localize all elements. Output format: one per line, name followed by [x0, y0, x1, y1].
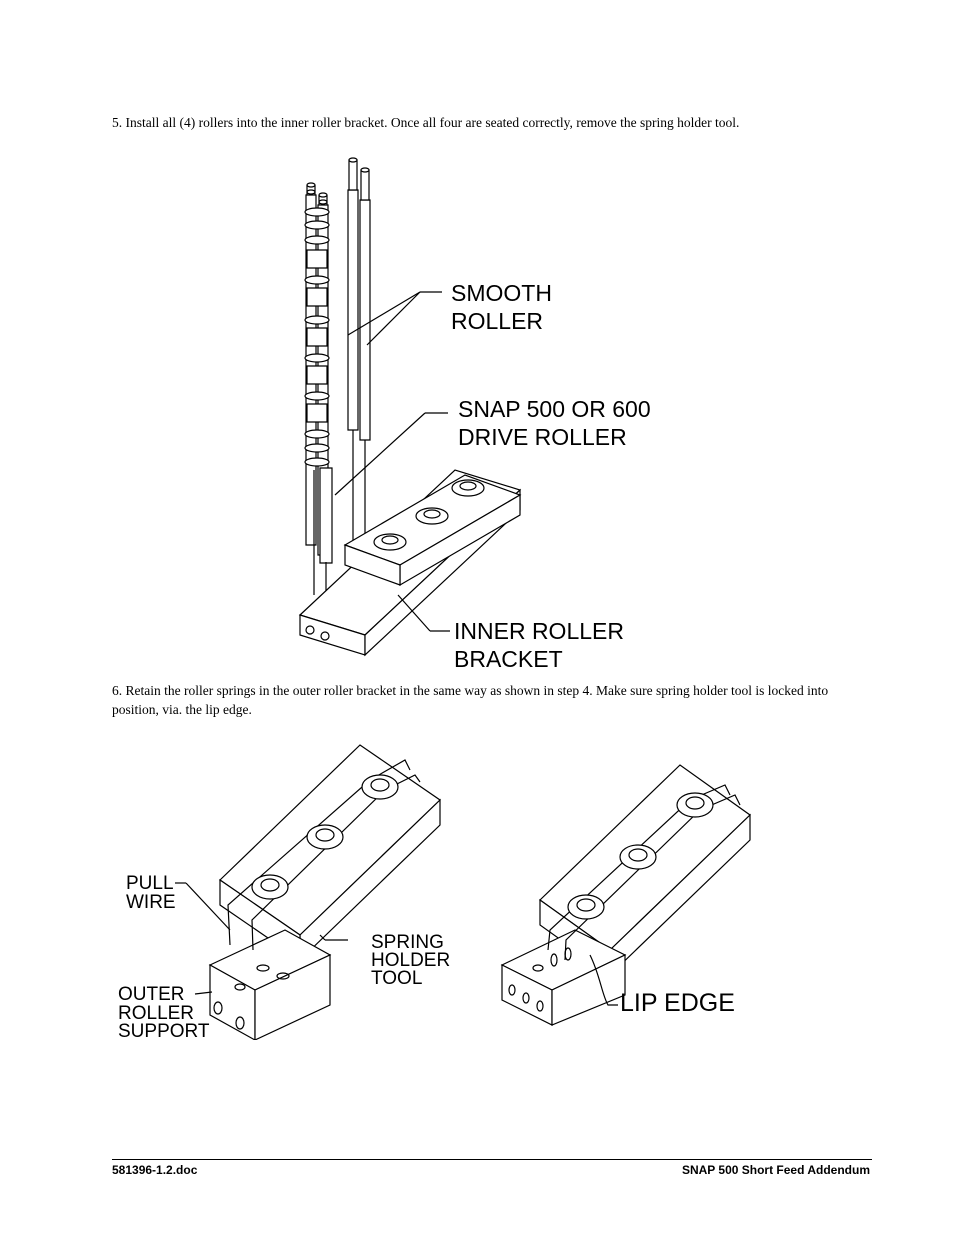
- spring-holder-tool: [220, 745, 440, 960]
- step-5-instruction: 5. Install all (4) rollers into the inne…: [112, 115, 740, 130]
- footer-rule: [112, 1159, 872, 1160]
- pull-wire-label-line-2: WIRE: [126, 892, 176, 913]
- smooth-roller-label-line-2: ROLLER: [451, 308, 544, 334]
- outer-support-label-line-3: SUPPORT: [118, 1021, 210, 1042]
- pull-wire-label-line-1: PULL: [126, 873, 174, 894]
- footer-document-id: 581396-1.2.doc: [112, 1163, 198, 1177]
- outer-support-label-line-1: OUTER: [118, 984, 185, 1005]
- smooth-roller-left: [348, 158, 358, 580]
- spring-holder-label-line-3: TOOL: [371, 968, 423, 989]
- outer-roller-support: [210, 930, 330, 1040]
- bearings-locked: [568, 793, 713, 919]
- lip-edge-label: LIP EDGE: [620, 989, 735, 1017]
- inner-roller-bracket-figure: [280, 150, 660, 670]
- lip-edge-figure: [490, 760, 760, 1040]
- footer-document-title: SNAP 500 Short Feed Addendum: [681, 1163, 870, 1177]
- step-6-instruction: 6. Retain the roller springs in the oute…: [112, 683, 829, 717]
- bearing-2: [416, 508, 448, 524]
- outer-roller-support-locked: [502, 930, 625, 1025]
- outer-support-label-line-2: ROLLER: [118, 1003, 195, 1024]
- inner-bracket-label-line-1: INNER ROLLER: [454, 618, 624, 644]
- knurl-rings: [305, 208, 329, 466]
- outer-roller-support-figure: [170, 740, 460, 1040]
- drive-roller-label-line-2: DRIVE ROLLER: [458, 424, 627, 450]
- roller-assembly-drawing: [300, 158, 520, 655]
- spring-holder-label-line-2: HOLDER: [371, 950, 451, 971]
- bearings: [252, 775, 398, 899]
- smooth-roller-right: [360, 168, 370, 590]
- bearing-3: [452, 480, 484, 496]
- bearing-1: [374, 534, 406, 550]
- smooth-roller-label-line-1: SMOOTH: [451, 280, 552, 306]
- inner-bracket-label-line-2: BRACKET: [454, 646, 563, 672]
- drive-roller-label-line-1: SNAP 500 OR 600: [458, 396, 651, 422]
- spring-holder-label-line-1: SPRING: [371, 932, 444, 953]
